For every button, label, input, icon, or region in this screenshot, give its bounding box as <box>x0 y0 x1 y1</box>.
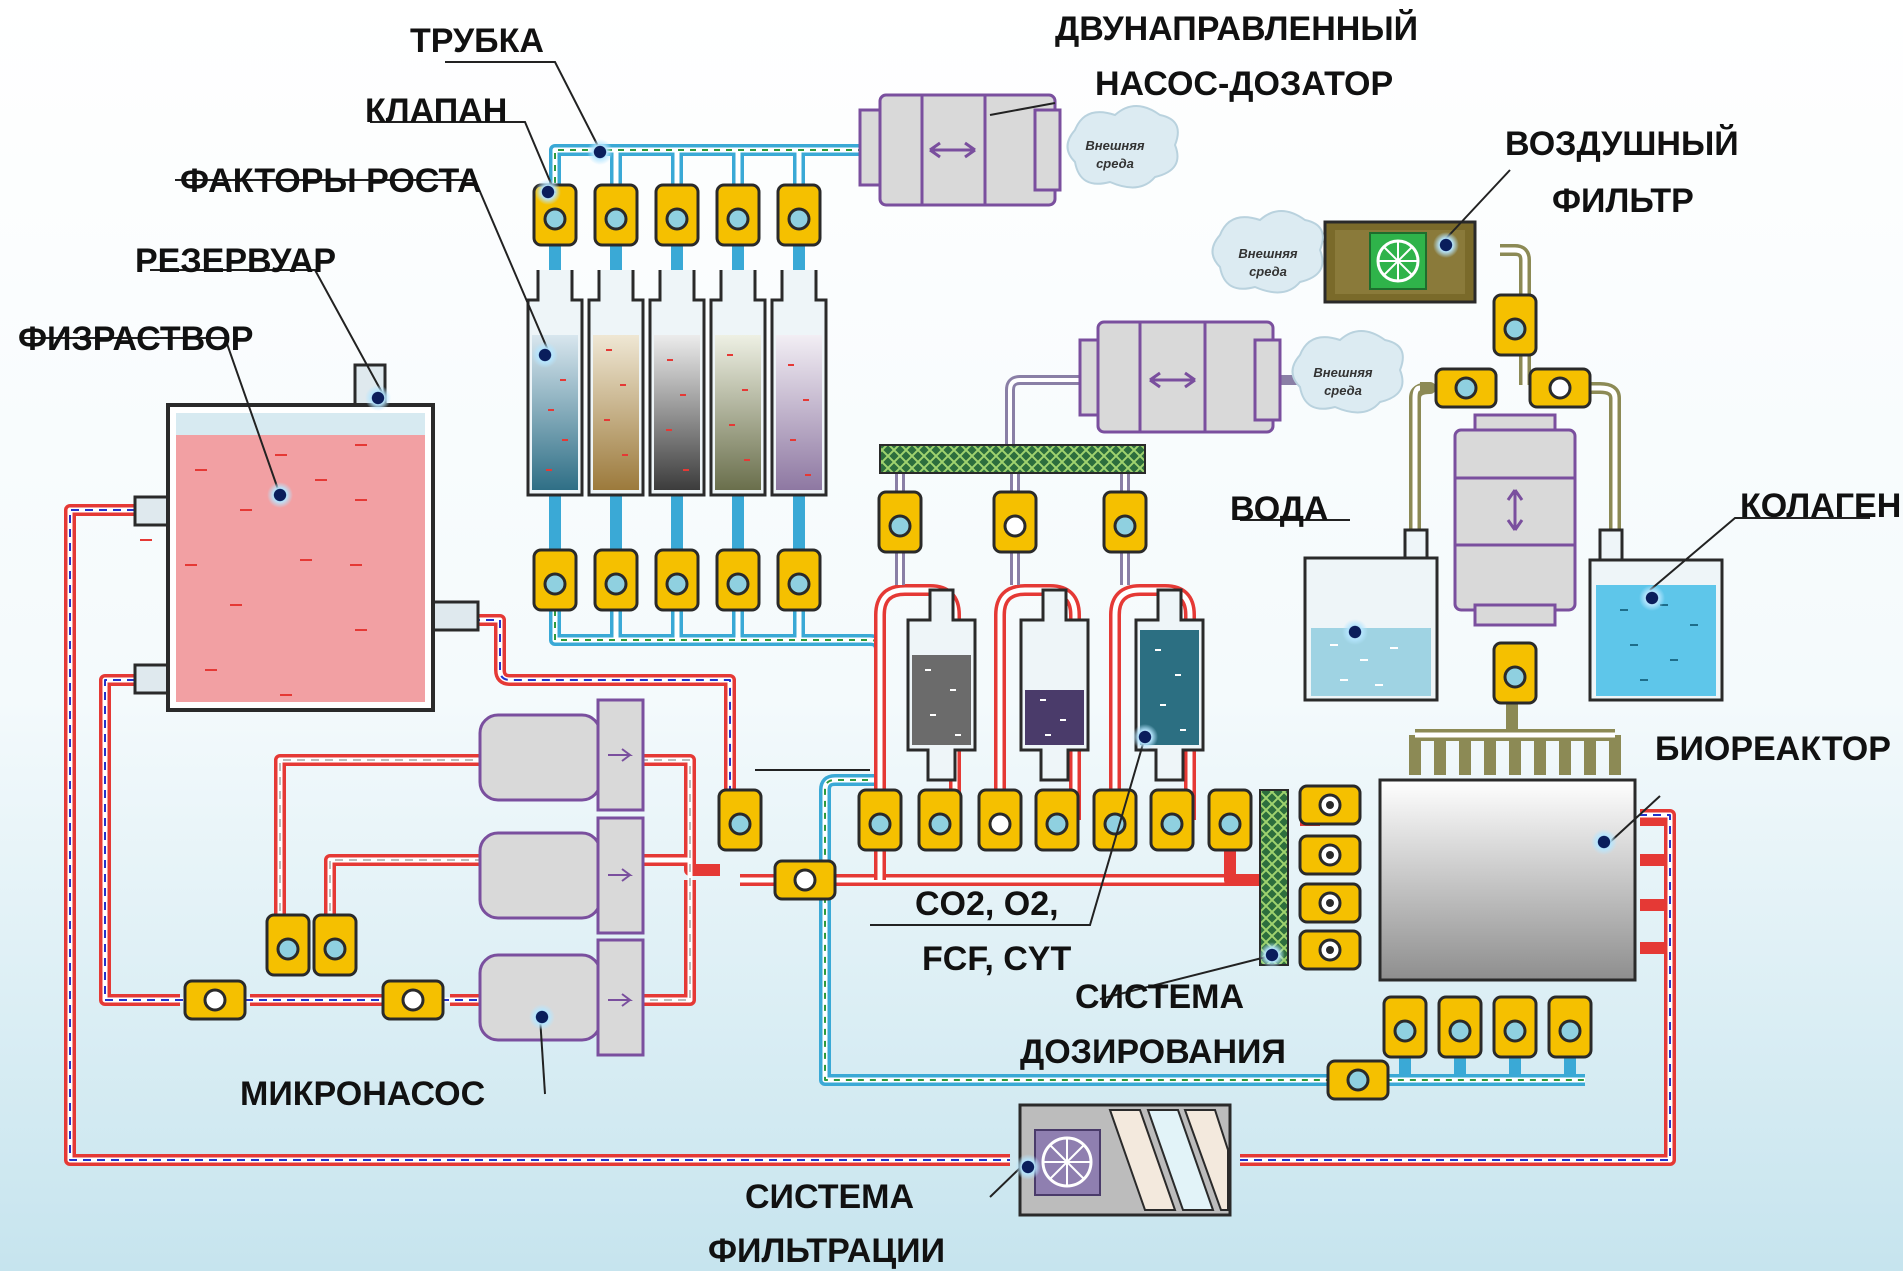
valve[interactable] <box>715 183 761 247</box>
valve[interactable] <box>1434 367 1498 409</box>
valve[interactable] <box>654 548 700 612</box>
valve[interactable] <box>654 183 700 247</box>
valve[interactable] <box>1382 995 1428 1059</box>
label-collagen: КОЛАГЕН <box>1740 487 1901 525</box>
label-micropump: МИКРОНАСОС <box>240 1075 485 1113</box>
label-gases-line2: FCF, CYT <box>922 940 1071 978</box>
label-valve: КЛАПАН <box>365 92 507 130</box>
valve[interactable] <box>381 979 445 1021</box>
label-air-line1: ВОЗДУШНЫЙ <box>1505 124 1739 163</box>
label-growth-factors: ФАКТОРЫ РОСТА <box>180 162 482 200</box>
collagen-tank <box>1588 528 1724 702</box>
leader-lines <box>20 61 1870 1198</box>
valve[interactable] <box>1326 1059 1390 1101</box>
valve[interactable] <box>1149 788 1195 852</box>
valve[interactable] <box>1298 784 1362 826</box>
growth-factor-columns <box>526 270 828 497</box>
valve[interactable] <box>917 788 963 852</box>
label-water: ВОДА <box>1230 490 1328 528</box>
dosing-system-bar <box>1259 789 1289 966</box>
label-bioreactor: БИОРЕАКТОР <box>1655 730 1891 768</box>
cloud-3-line1: Внешняя <box>1313 365 1373 380</box>
valve[interactable] <box>265 913 311 977</box>
valve[interactable] <box>1298 929 1362 971</box>
valve[interactable] <box>776 183 822 247</box>
valve[interactable] <box>1102 490 1148 554</box>
cloud-2-line2: среда <box>1249 264 1287 279</box>
bidirectional-dosing-pump <box>858 93 1062 207</box>
cloud-2: Внешняя среда <box>1211 210 1324 294</box>
label-saline: ФИЗРАСТВОР <box>18 320 253 358</box>
water-tank <box>1303 528 1439 702</box>
valve[interactable] <box>1492 995 1538 1059</box>
saline-reservoir <box>133 363 480 712</box>
valve[interactable] <box>992 490 1038 554</box>
gas-manifold-mesh <box>879 444 1146 474</box>
growth-factor-column-2 <box>587 270 645 497</box>
gas-bottles <box>906 588 1205 782</box>
cloud-3-line2: среда <box>1324 383 1362 398</box>
cloud-2-line1: Внешняя <box>1238 246 1298 261</box>
cloud-1: Внешняя среда <box>1066 105 1179 189</box>
micropumps <box>478 698 645 1057</box>
cloud-1-line2: среда <box>1096 156 1134 171</box>
label-dosing-line2: ДОЗИРОВАНИЯ <box>1020 1033 1286 1071</box>
valve[interactable] <box>1207 788 1253 852</box>
label-filtration-line2: ФИЛЬТРАЦИИ <box>708 1232 945 1270</box>
valve[interactable] <box>183 979 247 1021</box>
growth-factor-column-3 <box>648 270 706 497</box>
label-tube: ТРУБКА <box>410 22 544 60</box>
label-air-line2: ФИЛЬТР <box>1552 182 1694 220</box>
valve[interactable] <box>312 913 358 977</box>
valve[interactable] <box>1528 367 1592 409</box>
vertical-dosing-pump <box>1453 413 1577 627</box>
valve[interactable] <box>1298 834 1362 876</box>
valve[interactable] <box>857 788 903 852</box>
external-environment-clouds: Внешняя среда Внешняя среда Внешняя сред… <box>1066 105 1404 414</box>
label-pump-line1: ДВУНАПРАВЛЕННЫЙ <box>1055 9 1418 48</box>
bioreactor <box>1378 778 1637 982</box>
label-dosing-line1: СИСТЕМА <box>1075 978 1244 1016</box>
valve[interactable] <box>1298 882 1362 924</box>
valve[interactable] <box>977 788 1023 852</box>
micropump-1 <box>478 698 645 812</box>
valve[interactable] <box>593 548 639 612</box>
label-pump-line2: НАСОС-ДОЗАТОР <box>1095 65 1393 103</box>
valve[interactable] <box>593 183 639 247</box>
valve[interactable] <box>1547 995 1593 1059</box>
label-filtration-line1: СИСТЕМА <box>745 1178 914 1216</box>
label-gases-line1: CO2, O2, <box>915 885 1059 923</box>
growth-factor-column-1 <box>526 270 584 497</box>
growth-factor-column-5 <box>770 270 828 497</box>
valve[interactable] <box>1492 641 1538 705</box>
cloud-1-line1: Внешняя <box>1085 138 1145 153</box>
valve[interactable] <box>1492 293 1538 357</box>
labels: ТРУБКА КЛАПАН ФАКТОРЫ РОСТА РЕЗЕРВУАР ФИ… <box>18 9 1901 1270</box>
valve[interactable] <box>776 548 822 612</box>
cloud-3: Внешняя среда <box>1291 330 1404 414</box>
valve[interactable] <box>532 548 578 612</box>
filtration-system <box>1018 1103 1232 1217</box>
valve[interactable] <box>773 859 837 901</box>
micropump-3 <box>478 938 645 1057</box>
valve[interactable] <box>1034 788 1080 852</box>
label-reservoir: РЕЗЕРВУАР <box>135 242 336 280</box>
gas-bottle-2 <box>1019 588 1090 782</box>
valve[interactable] <box>1437 995 1483 1059</box>
valve[interactable] <box>717 788 763 852</box>
gas-bidirectional-pump <box>1078 320 1282 434</box>
gas-bottle-1 <box>906 588 977 782</box>
valve[interactable] <box>877 490 923 554</box>
growth-factor-column-4 <box>709 270 767 497</box>
micropump-2 <box>478 816 645 935</box>
valve[interactable] <box>715 548 761 612</box>
gas-bottle-3 <box>1134 588 1205 782</box>
